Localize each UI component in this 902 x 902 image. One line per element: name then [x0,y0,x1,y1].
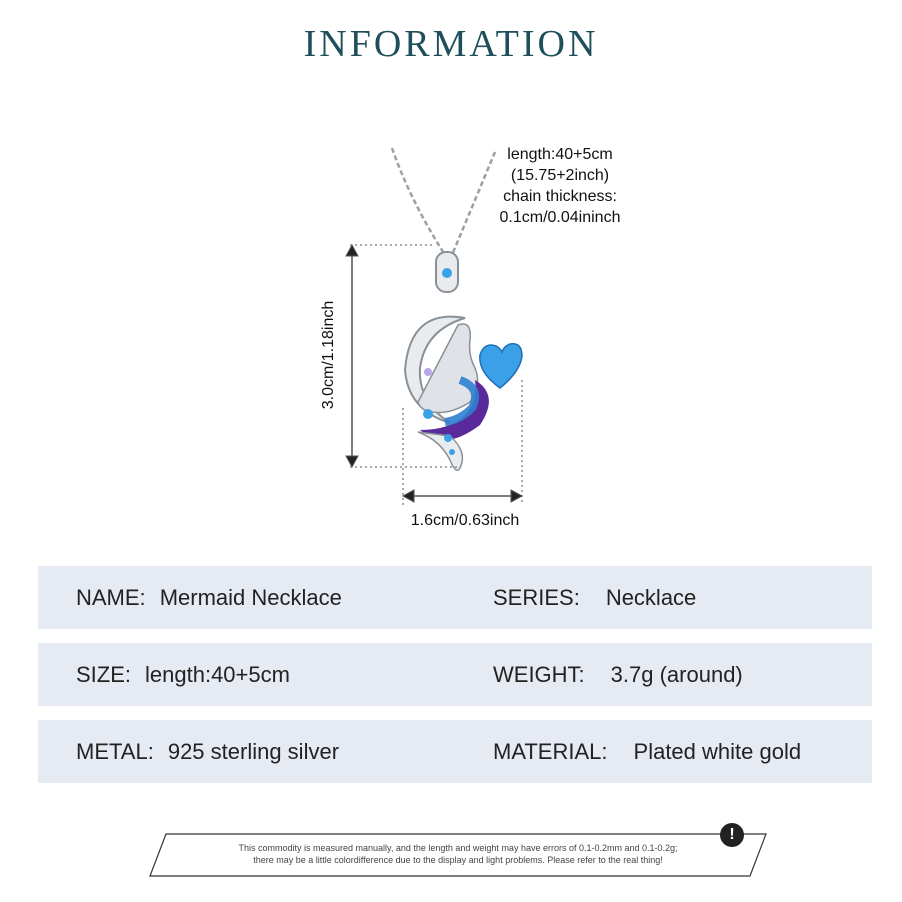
material-value: Plated white gold [633,739,802,764]
metal-label: METAL: [76,739,154,764]
size-label: SIZE: [76,662,132,687]
chain-info: length:40+5cm (15.75+2inch) chain thickn… [480,144,640,228]
notice-frame [149,833,767,877]
exclamation-icon: ! [720,823,744,847]
measurement-notice: This commodity is measured manually, and… [148,823,768,878]
heart-stone-illustration [479,343,523,389]
material-label: MATERIAL: [493,739,608,764]
chain-illustration [390,147,497,256]
chain-length-inch: (15.75+2inch) [510,167,610,184]
page-title: INFORMATION [303,23,599,65]
bail-illustration [435,251,459,293]
spec-row-metal-material: METAL: 925 sterling silver MATERIAL: Plate… [38,720,872,783]
metal-value: 925 sterling silver [167,739,340,764]
weight-value: 3.7g (around) [610,662,743,687]
chain-thickness-value: 0.1cm/0.04ininch [499,209,621,226]
tail-illustration [420,380,489,440]
size-value: length:40+5cm [145,662,290,687]
series-label: SERIES: [493,585,580,610]
name-value: Mermaid Necklace [159,585,342,610]
height-dimension-label: 3.0cm/1.18inch [320,300,337,410]
chain-thickness-label: chain thickness: [503,188,617,205]
product-illustration [345,147,524,505]
width-dimension-label: 1.6cm/0.63inch [410,512,520,529]
tail-fin-illustration [417,431,464,471]
spec-row-size-weight: SIZE: length:40+5cm WEIGHT: 3.7g (around) [38,643,872,706]
notice-line-2: there may be a little colordifference du… [253,855,663,865]
spec-row-name-series: NAME: Mermaid Necklace SERIES: Necklace [38,566,872,629]
series-value: Necklace [605,585,697,610]
name-label: NAME: [76,585,146,610]
chain-length: length:40+5cm [507,146,613,163]
dimension-lines [345,243,524,505]
weight-label: WEIGHT: [493,662,585,687]
notice-line-1: This commodity is measured manually, and… [238,843,678,853]
